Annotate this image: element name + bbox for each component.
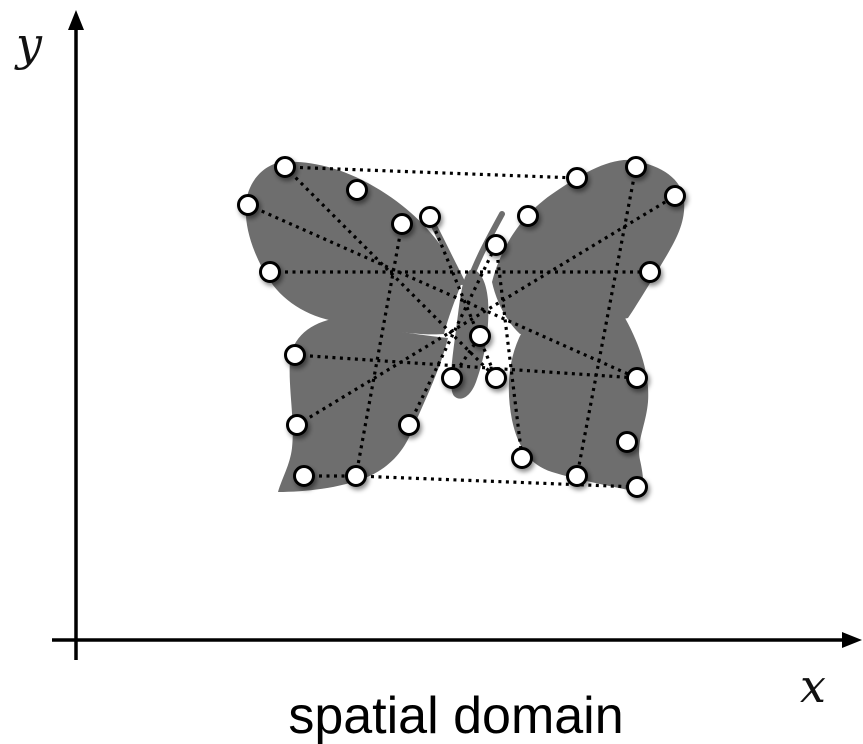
- landmark-point: [517, 205, 539, 227]
- landmark-point: [398, 414, 420, 436]
- x-axis-label: x: [800, 659, 826, 713]
- link: [296, 194, 676, 427]
- landmark-point: [345, 465, 367, 487]
- right-lower-wing: [508, 318, 649, 492]
- axes: [52, 10, 862, 660]
- link: [283, 165, 498, 380]
- link: [407, 244, 498, 426]
- landmark-point: [441, 367, 463, 389]
- link: [354, 223, 404, 477]
- landmark-point: [237, 194, 259, 216]
- landmark-point: [274, 156, 296, 178]
- left-lower-wing: [278, 318, 448, 492]
- landmark-point: [566, 465, 588, 487]
- landmark-point: [284, 344, 306, 366]
- landmark-point: [346, 179, 368, 201]
- landmark-point: [469, 325, 491, 347]
- landmark-point: [286, 414, 308, 436]
- landmark-point: [616, 431, 638, 453]
- landmark-point: [626, 476, 648, 498]
- link: [247, 203, 638, 380]
- landmark-links: [247, 165, 676, 489]
- landmark-point: [485, 367, 507, 389]
- landmark-point: [639, 261, 661, 283]
- link: [355, 474, 638, 489]
- link: [494, 244, 524, 459]
- landmark-point: [566, 167, 588, 189]
- landmark-points: [237, 156, 686, 498]
- landmark-point: [485, 234, 507, 256]
- y-axis-arrow: [68, 10, 84, 30]
- right-upper-wing: [492, 159, 685, 334]
- landmark-point: [391, 213, 413, 235]
- landmark-point: [626, 367, 648, 389]
- link: [294, 353, 638, 380]
- landmark-point: [625, 156, 647, 178]
- landmark-point: [664, 185, 686, 207]
- y-axis-label: y: [14, 17, 43, 71]
- landmark-point: [259, 261, 281, 283]
- right-antenna: [467, 211, 505, 283]
- landmark-point: [511, 447, 533, 469]
- link: [428, 216, 498, 379]
- diagram-caption: spatial domain: [288, 687, 623, 744]
- x-axis-arrow: [842, 632, 862, 648]
- landmark-point: [293, 465, 315, 487]
- landmark-point: [419, 206, 441, 228]
